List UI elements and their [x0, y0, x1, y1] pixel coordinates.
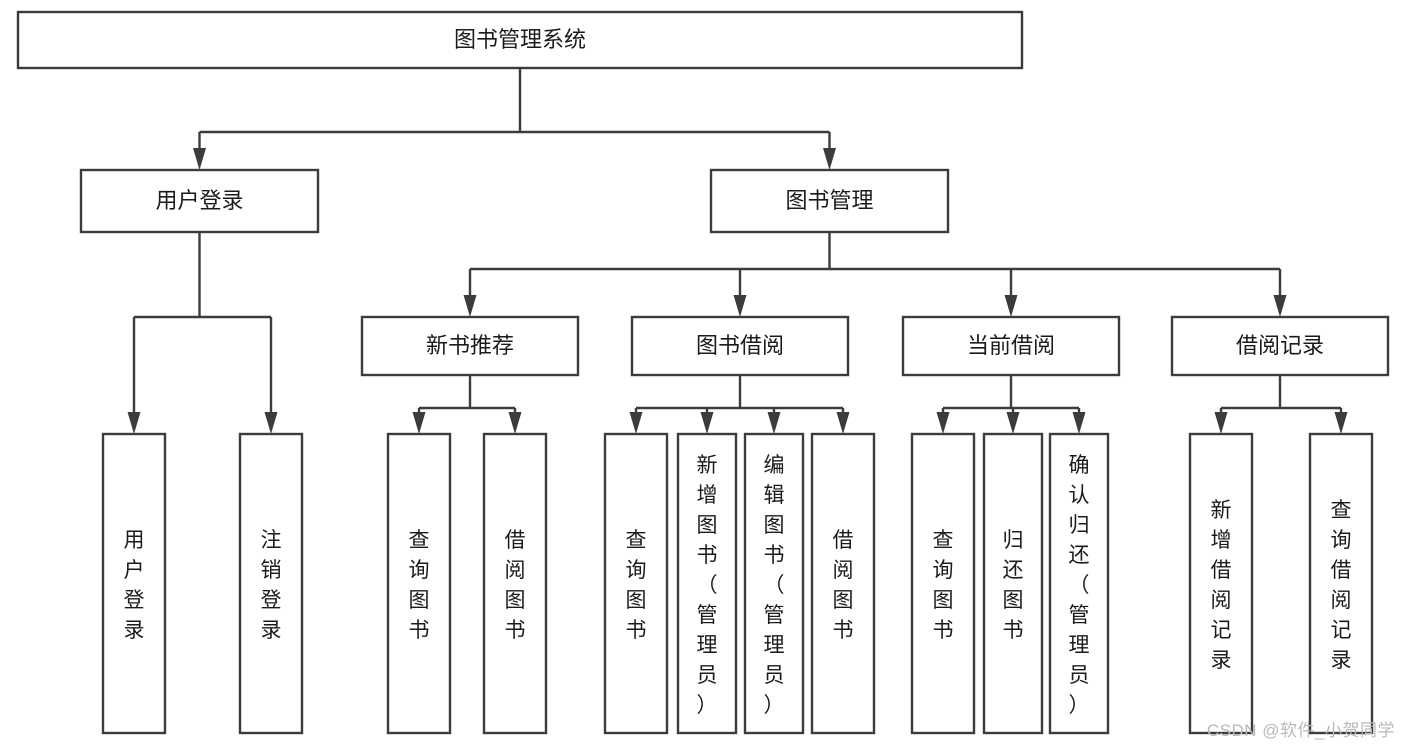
nodes-layer: 图书管理系统用户登录图书管理新书推荐图书借阅当前借阅借阅记录用户登录注销登录查询… — [16, 10, 1390, 735]
node-book-borrow-label: 图书借阅 — [696, 333, 784, 358]
connector-group — [412, 375, 522, 434]
node-leaf-add-book-label: 新增图书（管理员） — [697, 454, 718, 717]
node-borrow-record-label: 借阅记录 — [1236, 333, 1324, 358]
connector-group — [463, 232, 1287, 317]
node-leaf-edit-book-label: 编辑图书（管理员） — [764, 454, 785, 717]
node-book-management[interactable]: 图书管理 — [709, 168, 950, 234]
node-leaf-borrow-book-2-label: 借阅图书 — [833, 529, 854, 642]
node-leaf-confirm-return-label: 确认归还（管理员） — [1069, 454, 1090, 717]
node-leaf-logout[interactable]: 注销登录 — [238, 432, 304, 735]
node-leaf-query-book-3-label: 查询图书 — [933, 529, 954, 642]
node-user-login-label: 用户登录 — [155, 188, 243, 213]
node-leaf-query-record-box[interactable] — [1308, 432, 1374, 735]
node-leaf-query-book-2-box[interactable] — [603, 432, 669, 735]
node-leaf-user-login-label: 用户登录 — [124, 529, 145, 642]
node-leaf-borrow-book-1-box[interactable] — [482, 432, 548, 735]
node-current-borrow-label: 当前借阅 — [967, 333, 1055, 358]
node-leaf-add-book-box[interactable] — [676, 432, 738, 735]
node-leaf-query-book-1-label: 查询图书 — [409, 529, 430, 642]
node-leaf-confirm-return[interactable]: 确认归还（管理员） — [1048, 432, 1110, 735]
node-leaf-query-record[interactable]: 查询借阅记录 — [1308, 432, 1374, 735]
connector-group — [936, 375, 1086, 434]
connector-group — [193, 68, 836, 170]
node-new-book-recommend-label: 新书推荐 — [426, 333, 514, 358]
node-leaf-borrow-book-1-label: 借阅图书 — [505, 529, 526, 642]
node-leaf-user-login-box[interactable] — [101, 432, 167, 735]
node-book-management-label: 图书管理 — [785, 188, 873, 213]
node-leaf-borrow-book-2-box[interactable] — [810, 432, 876, 735]
node-leaf-add-record-label: 新增借阅记录 — [1211, 499, 1232, 672]
node-leaf-logout-label: 注销登录 — [261, 529, 282, 642]
node-new-book-recommend-box[interactable] — [360, 315, 580, 377]
node-user-login-box[interactable] — [79, 168, 320, 234]
node-leaf-return-book-label: 归还图书 — [1003, 529, 1024, 642]
node-leaf-edit-book[interactable]: 编辑图书（管理员） — [743, 432, 805, 735]
node-leaf-return-book[interactable]: 归还图书 — [982, 432, 1044, 735]
node-leaf-return-book-box[interactable] — [982, 432, 1044, 735]
csdn-watermark: CSDN @软件_小贺同学 — [1206, 721, 1395, 740]
node-borrow-record-box[interactable] — [1170, 315, 1390, 377]
node-leaf-borrow-book-1[interactable]: 借阅图书 — [482, 432, 548, 735]
node-book-borrow[interactable]: 图书借阅 — [630, 315, 850, 377]
node-current-borrow-box[interactable] — [901, 315, 1121, 377]
node-leaf-query-book-3[interactable]: 查询图书 — [910, 432, 976, 735]
node-leaf-query-book-2[interactable]: 查询图书 — [603, 432, 669, 735]
node-root-system[interactable]: 图书管理系统 — [16, 10, 1024, 70]
node-new-book-recommend[interactable]: 新书推荐 — [360, 315, 580, 377]
node-leaf-add-book[interactable]: 新增图书（管理员） — [676, 432, 738, 735]
connector-group — [629, 375, 850, 434]
node-book-management-box[interactable] — [709, 168, 950, 234]
node-leaf-query-book-1[interactable]: 查询图书 — [386, 432, 452, 735]
node-root-system-label: 图书管理系统 — [454, 27, 586, 52]
connector-group — [1214, 375, 1348, 434]
node-user-login[interactable]: 用户登录 — [79, 168, 320, 234]
node-leaf-logout-box[interactable] — [238, 432, 304, 735]
connectors-layer — [127, 68, 1348, 434]
connector-group — [127, 232, 278, 434]
node-leaf-add-record[interactable]: 新增借阅记录 — [1188, 432, 1254, 735]
node-leaf-query-book-1-box[interactable] — [386, 432, 452, 735]
node-leaf-borrow-book-2[interactable]: 借阅图书 — [810, 432, 876, 735]
node-leaf-user-login[interactable]: 用户登录 — [101, 432, 167, 735]
node-borrow-record[interactable]: 借阅记录 — [1170, 315, 1390, 377]
node-leaf-add-record-box[interactable] — [1188, 432, 1254, 735]
node-leaf-query-record-label: 查询借阅记录 — [1331, 499, 1352, 672]
node-leaf-edit-book-box[interactable] — [743, 432, 805, 735]
node-leaf-query-book-3-box[interactable] — [910, 432, 976, 735]
node-current-borrow[interactable]: 当前借阅 — [901, 315, 1121, 377]
node-leaf-query-book-2-label: 查询图书 — [626, 529, 647, 642]
node-leaf-confirm-return-box[interactable] — [1048, 432, 1110, 735]
node-book-borrow-box[interactable] — [630, 315, 850, 377]
node-root-system-box[interactable] — [16, 10, 1024, 70]
